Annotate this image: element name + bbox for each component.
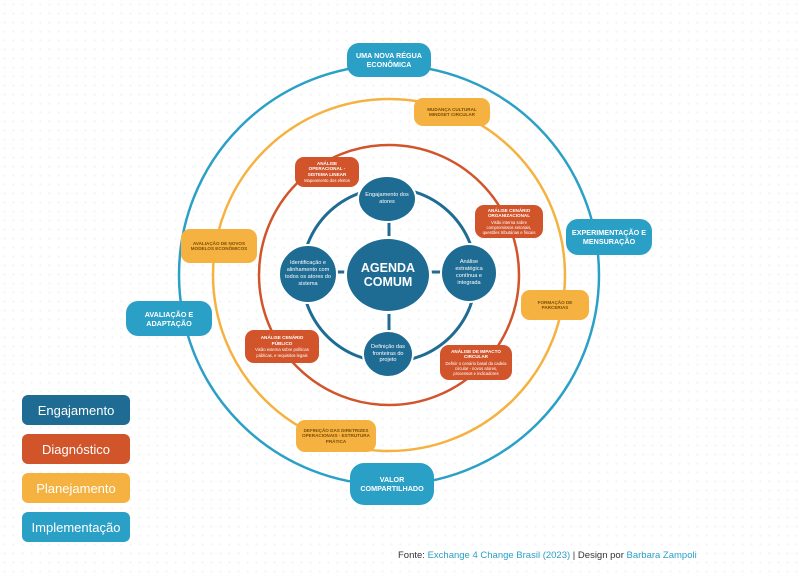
node-identificacao-alinhamento: Identificação e alinhamento com todos os… [278,244,338,304]
box-definicao-diretrizes: Definição das diretrizes operacionais - … [296,420,376,452]
node-definicao-fronteiras: Definição das fronteiras do projeto [362,330,414,378]
source-reference: Exchange 4 Change Brasil (2023) [427,550,571,561]
box-analise-cenario-organizacional: Análise cenário organizacional Visão int… [475,205,543,238]
source-middle: | Design por [570,550,627,561]
node-engajamento-atores: Engajamento dos atores [357,175,417,223]
source-prefix: Fonte: [398,550,428,561]
agenda-comum-center: AGENDA COMUM [344,236,432,314]
ring-planejamento [211,97,567,453]
legend-planejamento: Planejamento [22,473,130,503]
legend-diagnostico: Diagnóstico [22,434,130,464]
ring-diagnostico [257,143,521,407]
box-analise-operacional: Análise operacional - sistema linear Map… [295,157,359,187]
source-designer: Barbara Zampoli [626,550,697,561]
box-valor-compartilhado: Valor compartilhado [350,463,434,505]
box-analise-impacto-circular: Análise de impacto circular Definir o ce… [440,345,512,380]
legend-engajamento: Engajamento [22,395,130,425]
box-mudanca-cultural: Mudança cultural mindset circular [414,98,490,126]
box-avaliacao-adaptacao: Avaliação e adaptação [126,301,212,336]
legend-implementacao: Implementação [22,512,130,542]
node-analise-estrategica: Análise estratégica contínua e integrada [440,243,498,303]
source-credit: Fonte: Exchange 4 Change Brasil (2023) |… [398,550,697,561]
box-experimentacao-mensuracao: Experimentação e mensuração [566,219,652,255]
box-formacao-parcerias: Formação de parcerias [521,290,589,320]
box-avaliacao-novos-modelos: Avaliação de novos modelos econômicos [181,229,257,263]
box-analise-cenario-publico: Análise cenário público Visão externa so… [245,330,319,363]
box-nova-regua-economica: Uma nova régua econômica [347,43,431,77]
